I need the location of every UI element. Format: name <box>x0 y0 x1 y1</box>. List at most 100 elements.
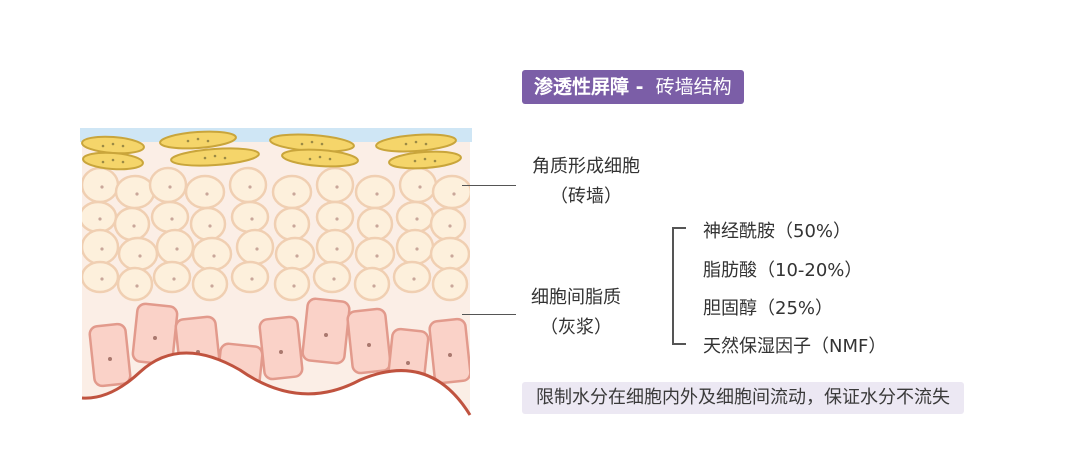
cell-nucleus <box>450 284 454 288</box>
deep-cell <box>88 322 132 388</box>
round-cell <box>82 228 120 266</box>
round-cells <box>82 166 470 302</box>
cell-nucleus <box>279 350 283 354</box>
title-sub: 砖墙结构 <box>655 76 732 98</box>
cell-nucleus <box>213 154 217 158</box>
cell-nucleus <box>205 192 209 196</box>
round-cell <box>82 260 120 294</box>
cell-nucleus <box>108 357 112 361</box>
round-cell <box>431 266 469 302</box>
component-cholesterol: 胆固醇（25%） <box>703 298 834 319</box>
corneocyte-label-line1: 角质形成细胞 <box>532 156 640 177</box>
round-cell <box>152 260 192 294</box>
bracket-vertical <box>672 227 674 345</box>
cell-nucleus <box>100 247 104 251</box>
cell-nucleus <box>324 333 328 337</box>
round-cell <box>191 236 233 272</box>
cell-nucleus <box>121 144 125 148</box>
round-cell <box>117 236 159 272</box>
deep-cell <box>346 307 392 375</box>
cell-nucleus <box>413 159 417 163</box>
deep-cell <box>174 315 222 381</box>
cell-nucleus <box>375 224 379 228</box>
lipid-label: 细胞间脂质 （灰浆） <box>528 283 624 339</box>
component-ceramide: 神经酰胺（50%） <box>703 221 852 242</box>
cell-nucleus <box>175 247 179 251</box>
cell-nucleus <box>98 217 102 221</box>
summary-badge: 限制水分在细胞内外及细胞间流动，保证水分不流失 <box>522 382 964 414</box>
cell-nucleus <box>208 224 212 228</box>
cell-nucleus <box>101 160 105 164</box>
cell-nucleus <box>335 217 339 221</box>
round-cell <box>429 236 470 272</box>
cell-nucleus <box>308 157 312 161</box>
corneocyte-pointer-line <box>462 185 516 186</box>
round-cell <box>354 174 396 210</box>
cell-nucleus <box>170 217 174 221</box>
lipid-label-line2: （灰浆） <box>540 317 612 338</box>
round-cell <box>184 174 226 210</box>
cell-nucleus <box>203 156 207 160</box>
cell-nucleus <box>320 142 324 146</box>
cell-nucleus <box>412 277 416 281</box>
cell-nucleus <box>132 224 136 228</box>
cell-nucleus <box>237 378 241 382</box>
cell-nucleus <box>300 142 304 146</box>
round-cell <box>228 166 268 204</box>
round-cell <box>230 260 270 294</box>
cell-nucleus <box>168 185 172 189</box>
cell-nucleus <box>423 157 427 161</box>
cell-nucleus <box>433 159 437 163</box>
cell-nucleus <box>452 192 456 196</box>
round-cell <box>274 236 316 272</box>
lipid-label-line1: 细胞间脂质 <box>531 287 621 308</box>
cell-nucleus <box>186 139 190 143</box>
round-cell <box>271 174 313 210</box>
flat-corneocytes <box>81 130 462 171</box>
cell-nucleus <box>248 185 252 189</box>
round-cell <box>116 266 154 302</box>
cell-nucleus <box>335 185 339 189</box>
cell-nucleus <box>328 157 332 161</box>
cell-nucleus <box>372 284 376 288</box>
cell-nucleus <box>448 353 452 357</box>
round-cell <box>230 200 270 234</box>
round-cell <box>113 206 151 242</box>
cell-nucleus <box>135 192 139 196</box>
cell-nucleus <box>223 156 227 160</box>
cell-nucleus <box>367 343 371 347</box>
cell-nucleus <box>414 140 418 144</box>
deep-cell <box>258 315 304 381</box>
cell-nucleus <box>212 254 216 258</box>
cell-nucleus <box>255 247 259 251</box>
cell-nucleus <box>332 277 336 281</box>
component-nmf: 天然保湿因子（NMF） <box>703 336 887 357</box>
round-cell <box>392 260 432 294</box>
cell-nucleus <box>121 160 125 164</box>
round-cell <box>273 266 311 302</box>
cell-nucleus <box>138 254 142 258</box>
deep-cell <box>428 317 470 385</box>
cell-nucleus <box>418 185 422 189</box>
cell-nucleus <box>100 185 104 189</box>
cell-nucleus <box>196 137 200 141</box>
round-cell <box>315 166 355 204</box>
round-cell <box>191 266 229 302</box>
round-cell <box>429 206 467 242</box>
round-cell <box>82 166 120 204</box>
corneocyte-label-line2: （砖墙） <box>550 186 622 207</box>
cell-nucleus <box>135 284 139 288</box>
round-cell <box>155 228 195 266</box>
cell-nucleus <box>250 277 254 281</box>
bracket-top-tick <box>672 227 686 229</box>
round-cell <box>114 174 156 210</box>
cell-nucleus <box>111 158 115 162</box>
round-cell <box>148 166 188 204</box>
round-cell <box>354 236 396 272</box>
round-cell <box>315 200 355 234</box>
round-cell <box>82 200 118 234</box>
cell-nucleus <box>250 217 254 221</box>
cell-nucleus <box>292 224 296 228</box>
cell-nucleus <box>292 192 296 196</box>
deep-cell <box>301 297 351 365</box>
